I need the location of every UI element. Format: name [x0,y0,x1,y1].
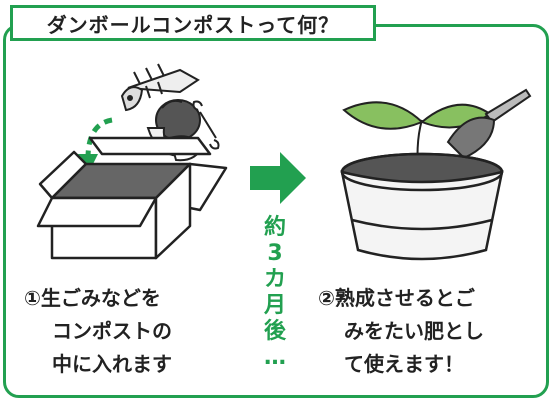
step1-line3: 中に入れます [52,352,172,376]
pot-icon [340,152,504,261]
step1-line2: コンポストの [52,319,172,343]
step2-line1: ②熟成させるとご [318,286,475,310]
scoop-icon [446,88,532,160]
time-char: 後 [263,319,286,344]
time-char: 約 [263,215,286,240]
step2-line2: みをたい肥とし [344,319,484,343]
step1-caption: ①生ごみなどを コンポストの 中に入れます [24,282,172,381]
page-title: ダンボールコンポストって何？ [46,12,340,37]
time-label: 約 3 カ 月 後 … [262,215,288,371]
title-box: ダンボールコンポストって何？ [10,5,376,41]
food-scraps-icon [120,63,220,162]
step2-caption: ②熟成させるとご みをたい肥とし て使えます！ [318,282,484,381]
time-char: カ [263,267,286,292]
time-char: 3 [267,241,283,266]
time-char: 月 [263,293,286,318]
box-icon [36,136,228,260]
cardboard-box-illustration [36,63,228,260]
dashed-arrow-icon [85,117,113,159]
step2-line3: て使えます！ [344,352,464,376]
potted-sprout-illustration [340,88,532,261]
time-char: … [264,345,286,370]
next-arrow-icon [250,152,306,204]
step1-line1: ①生ごみなどを [24,286,161,310]
